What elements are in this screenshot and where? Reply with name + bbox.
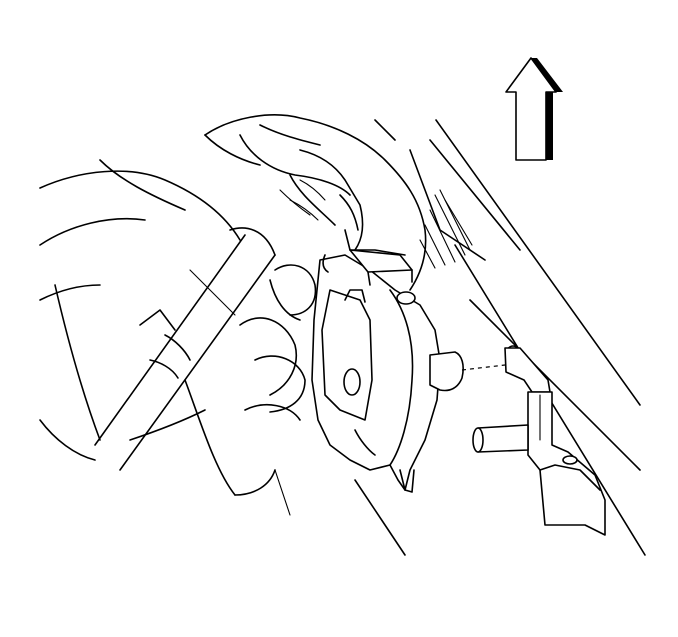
upper-hand [204, 114, 427, 291]
housing-shading [409, 149, 486, 269]
alignment-line [461, 364, 506, 371]
up-arrow-icon [505, 57, 563, 161]
shift-lever [472, 345, 606, 536]
cable-harness [94, 227, 276, 471]
switch-assembly [311, 249, 464, 493]
lower-hand [39, 159, 317, 516]
